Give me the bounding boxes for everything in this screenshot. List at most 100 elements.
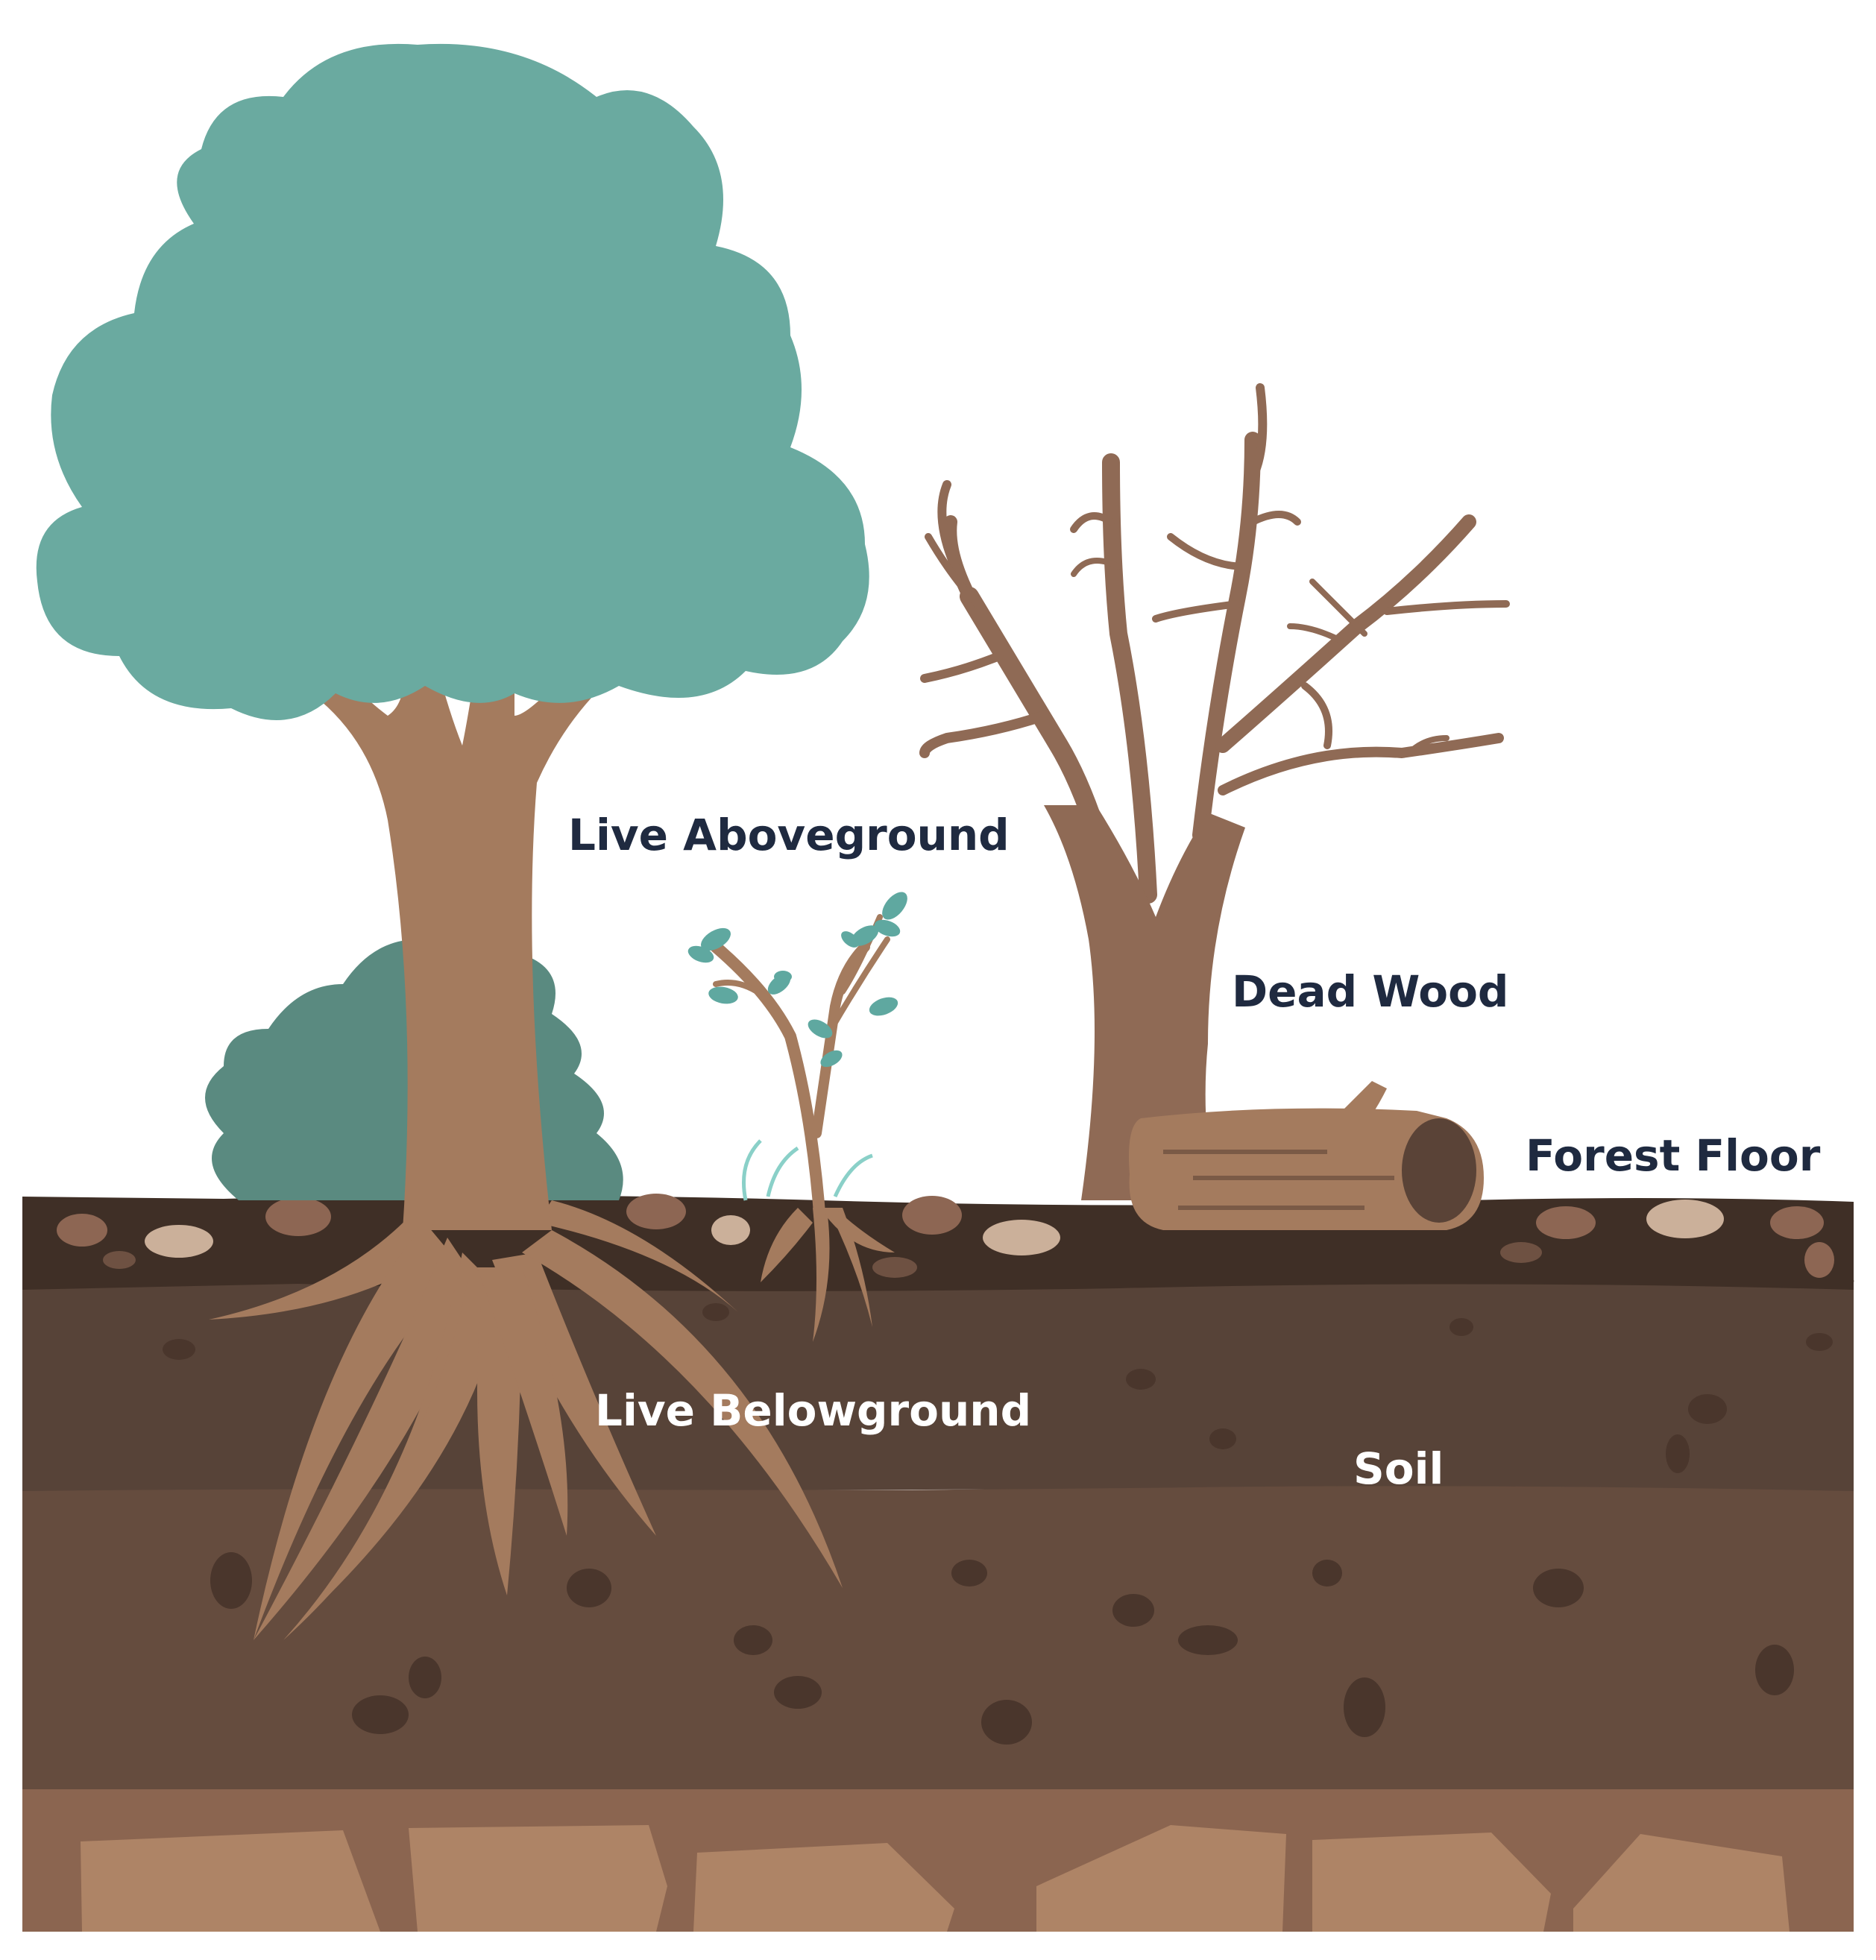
leaf xyxy=(841,931,859,948)
pebble xyxy=(951,1560,987,1586)
soil-pebbles xyxy=(163,1303,1833,1745)
leaf xyxy=(808,1019,833,1039)
label-dead-wood: Dead Wood xyxy=(1232,966,1508,1017)
sapling-stems xyxy=(710,914,890,1229)
leaf xyxy=(874,919,901,937)
pebble xyxy=(163,1339,195,1360)
pebble xyxy=(1666,1434,1690,1473)
leaf xyxy=(701,927,731,951)
root xyxy=(477,1267,568,1536)
leaf xyxy=(820,1050,843,1068)
rock xyxy=(1573,1834,1790,1932)
leaf xyxy=(882,892,907,920)
pebble xyxy=(774,1676,822,1709)
branch xyxy=(1218,733,1504,795)
branch xyxy=(925,533,988,615)
lower-soil-layer xyxy=(22,1476,1854,1789)
pebble xyxy=(1806,1333,1833,1351)
label-live-belowground: Live Belowground xyxy=(595,1385,1031,1436)
label-soil: Soil xyxy=(1353,1443,1444,1494)
branch xyxy=(1070,512,1115,533)
pebble xyxy=(1755,1645,1794,1695)
sapling-stem xyxy=(828,936,890,1032)
rock xyxy=(693,1843,954,1932)
rock xyxy=(409,1825,667,1932)
pebble xyxy=(734,1625,772,1655)
dead-trunk xyxy=(1044,805,1245,1200)
pebble xyxy=(1209,1428,1236,1449)
pebble xyxy=(1112,1594,1154,1627)
branch xyxy=(1248,383,1268,482)
sapling-stem xyxy=(710,941,826,1229)
live-tree xyxy=(36,43,869,1640)
branch xyxy=(1167,533,1249,570)
rock xyxy=(1036,1825,1286,1932)
grass-tuft xyxy=(742,1139,873,1201)
branch xyxy=(1309,579,1367,637)
leaf xyxy=(626,1194,686,1229)
pebble xyxy=(1533,1569,1584,1607)
root xyxy=(813,1208,830,1342)
branch xyxy=(1287,623,1345,644)
pebble xyxy=(1450,1318,1473,1336)
branch xyxy=(1152,600,1241,623)
leaf xyxy=(711,1215,750,1245)
label-forest-floor: Forest Floor xyxy=(1526,1130,1821,1181)
root xyxy=(820,1208,895,1252)
branch xyxy=(1301,682,1332,749)
pebble xyxy=(352,1695,409,1734)
fallen-log xyxy=(1129,1081,1484,1230)
branch xyxy=(1406,735,1450,756)
branch xyxy=(1215,514,1476,753)
pebble xyxy=(1126,1369,1156,1390)
log-stub xyxy=(1342,1081,1387,1115)
branch xyxy=(1249,511,1301,526)
leaf xyxy=(774,971,792,983)
leaf xyxy=(1770,1206,1824,1239)
leaf xyxy=(983,1220,1060,1255)
log-body xyxy=(1129,1108,1484,1230)
branch xyxy=(920,652,1004,683)
branch xyxy=(1192,432,1261,843)
canopy xyxy=(36,43,869,720)
branch xyxy=(1383,600,1510,615)
leaf xyxy=(57,1214,107,1247)
leaf xyxy=(687,945,714,963)
pebble xyxy=(409,1657,441,1698)
label-live-aboveground: Live Aboveground xyxy=(568,810,1010,860)
pebble xyxy=(1344,1677,1385,1737)
pebble xyxy=(567,1569,611,1607)
sapling-stem xyxy=(713,980,778,1009)
leaf xyxy=(103,1251,136,1269)
leaf xyxy=(1804,1242,1834,1278)
root xyxy=(254,1238,477,1640)
dead-tree xyxy=(919,383,1510,1200)
live-trunk xyxy=(321,649,619,1230)
root xyxy=(537,1200,738,1312)
rock xyxy=(81,1830,380,1932)
litter-leaves xyxy=(57,1194,1834,1278)
branch xyxy=(919,710,1049,758)
pebble xyxy=(1312,1560,1342,1586)
root xyxy=(283,1252,492,1640)
branch xyxy=(1102,453,1157,904)
root xyxy=(761,1208,813,1282)
leaf xyxy=(1536,1206,1596,1239)
root xyxy=(313,1267,507,1610)
sapling xyxy=(687,892,907,1342)
pebble xyxy=(981,1700,1032,1745)
pebble xyxy=(702,1303,729,1321)
leaf xyxy=(872,1257,917,1278)
branch xyxy=(1071,558,1121,577)
log-grain xyxy=(1163,1150,1394,1210)
leaf xyxy=(708,986,738,1004)
sapling-stem xyxy=(811,942,870,1138)
pebble xyxy=(210,1552,252,1609)
branch xyxy=(937,480,966,586)
leaf xyxy=(265,1197,331,1236)
leaf xyxy=(869,997,898,1016)
sapling-roots xyxy=(761,1208,895,1342)
live-roots xyxy=(209,1200,843,1640)
leaf xyxy=(145,1225,213,1258)
pebble xyxy=(1178,1625,1238,1655)
